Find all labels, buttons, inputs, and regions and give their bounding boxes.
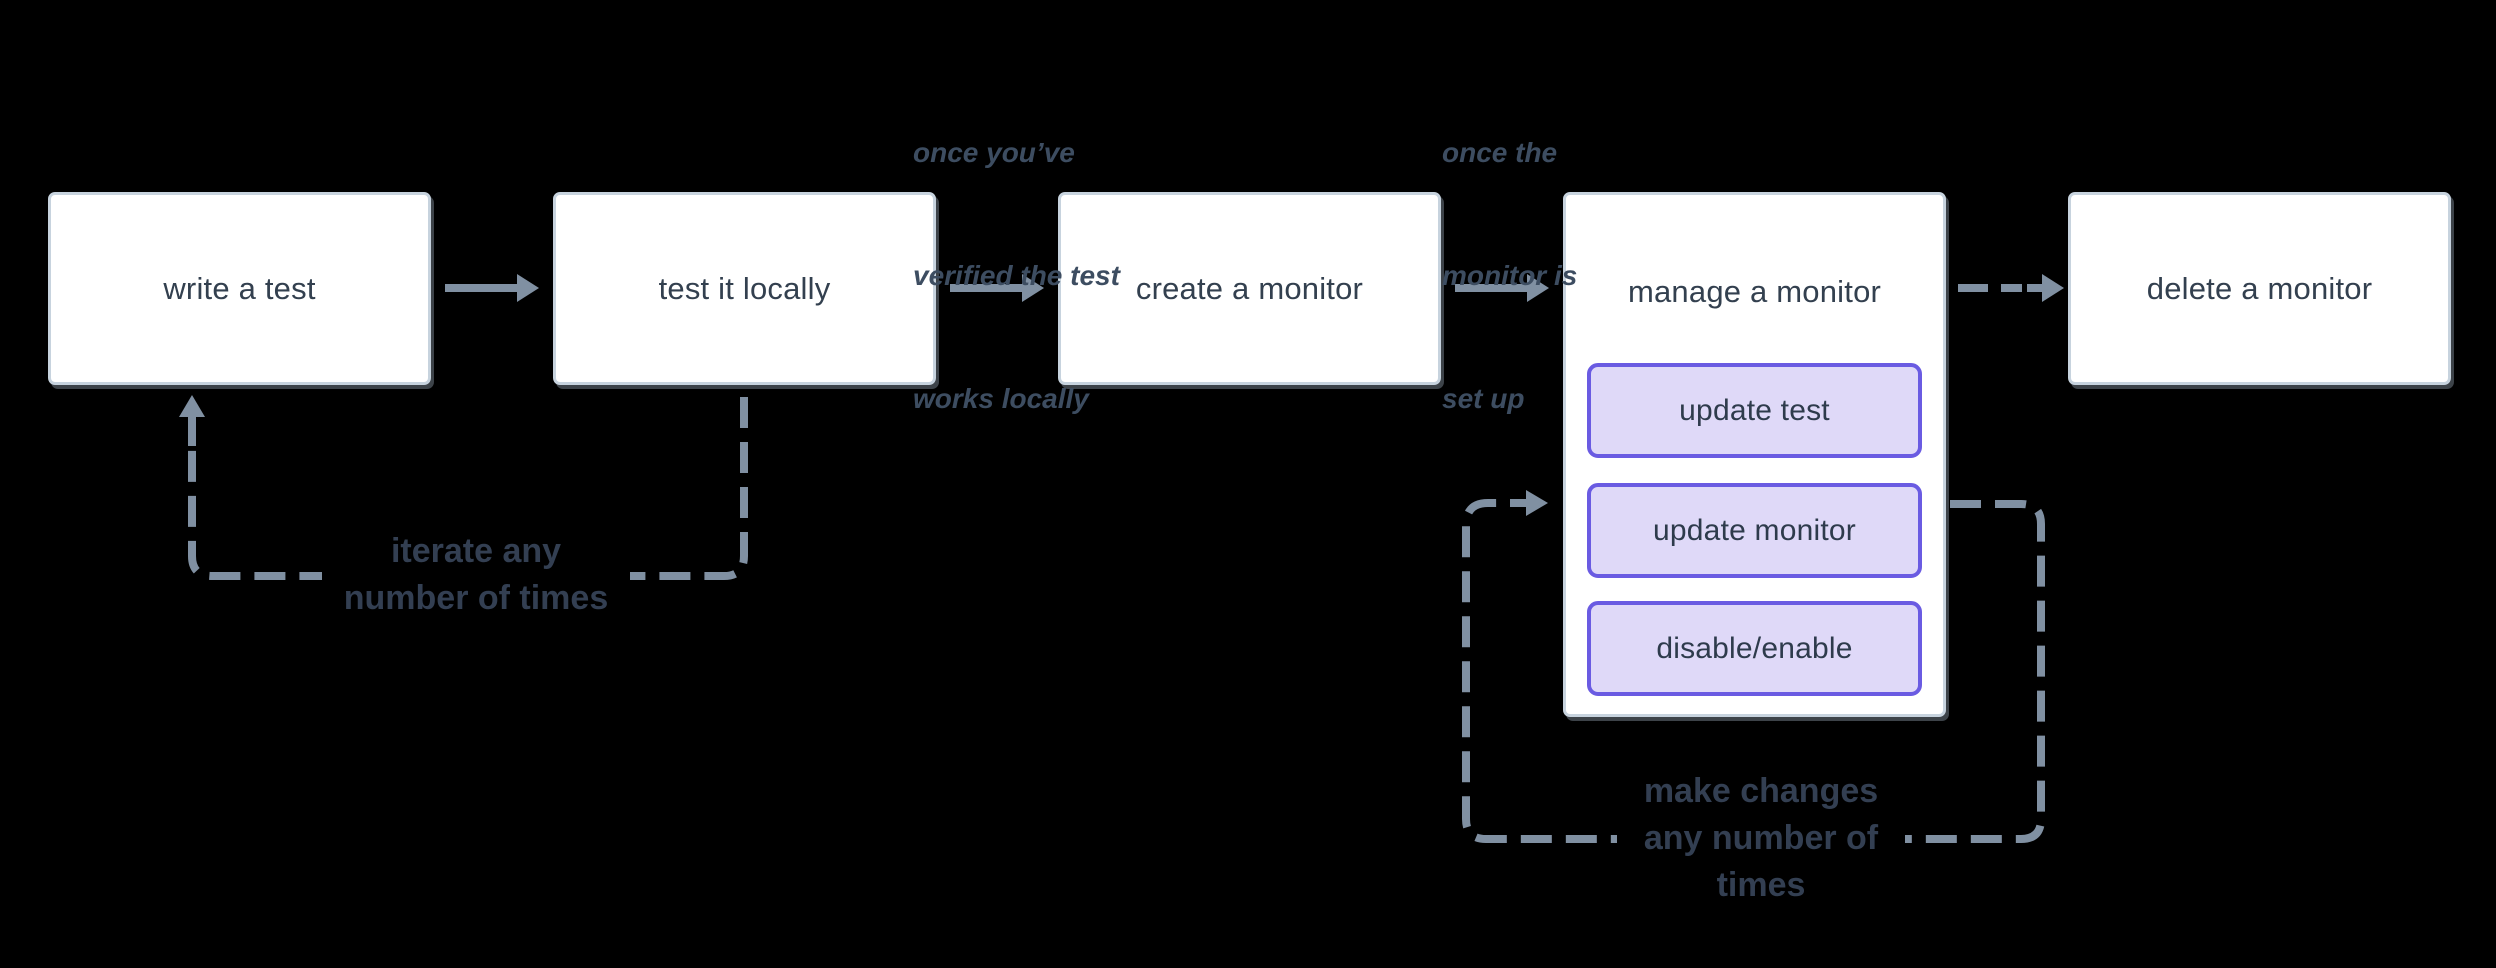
label-iterate-loop: iterate any number of times [322,524,630,626]
node-create-a-monitor: create a monitor [1058,192,1441,385]
annotation-once-set-up: once the monitor is set up [1442,137,1578,414]
subnode-label: update monitor [1653,513,1856,547]
node-label: create a monitor [1135,270,1364,306]
node-label: test it locally [658,270,831,306]
node-write-a-test: write a test [48,192,431,385]
arrow-write-to-test [445,274,539,302]
label-make-changes-loop: make changes any number of times [1617,764,1905,913]
node-manage-a-monitor: manage a monitor update test update moni… [1563,192,1946,717]
subnode-disable-enable: disable/enable [1587,601,1922,696]
loop-iterate-path [179,395,748,580]
node-test-it-locally: test it locally [553,192,936,385]
node-label: write a test [163,270,316,306]
subnode-label: update test [1679,393,1830,427]
node-label: manage a monitor [1627,273,1882,309]
subnode-update-test: update test [1587,363,1922,458]
subnode-label: disable/enable [1656,631,1853,665]
subnode-update-monitor: update monitor [1587,483,1922,578]
annotation-once-verified: once you’ve verified the test works loca… [913,137,1120,414]
node-delete-a-monitor: delete a monitor [2068,192,2451,385]
arrow-create-to-manage [1455,274,1549,302]
arrow-manage-to-delete [1958,274,2064,302]
node-label: delete a monitor [2146,270,2373,306]
arrow-test-to-create [950,274,1044,302]
